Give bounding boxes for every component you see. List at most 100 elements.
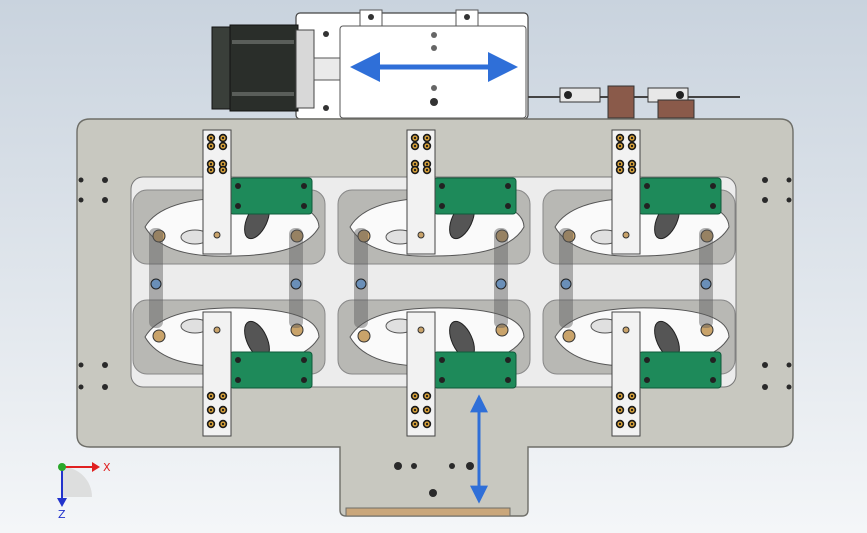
block-bolt [235,203,241,209]
bolt [410,141,420,151]
bolt [615,419,625,429]
link-bar [289,228,303,328]
pin [560,278,572,290]
block-bolt [644,183,650,189]
pin [355,278,367,290]
bolt [422,141,432,151]
locating-pin [562,229,576,243]
block-bolt [710,203,716,209]
bolt [615,391,625,401]
bolt [615,141,625,151]
bolt [218,419,228,429]
locating-pin [152,229,166,243]
block-bolt [710,183,716,189]
green-clamp-block [638,351,722,389]
green-clamp-block [229,177,313,215]
clamp-bars [202,129,722,437]
bolt [206,141,216,151]
locating-pin [495,229,509,243]
block-bolt [301,377,307,383]
locating-pin [562,329,576,343]
small-pin [213,326,221,334]
bolt [627,141,637,151]
locating-pin [152,329,166,343]
bolt [422,419,432,429]
bolt [410,391,420,401]
pin [495,278,507,290]
block-bolt [710,377,716,383]
link-bar [699,228,713,328]
block-bolt [301,357,307,363]
bolt [627,133,637,143]
bolt [422,165,432,175]
block-bolt [505,183,511,189]
small-pin [213,231,221,239]
block-bolt [439,183,445,189]
bolt [410,419,420,429]
lower-plate-edge [345,507,511,517]
link-bar [494,228,508,328]
block-bolt [301,183,307,189]
coordinate-triad-icon: X Z [57,461,111,521]
green-clamp-block [433,351,517,389]
locating-pin [357,329,371,343]
motor-assembly[interactable] [211,9,529,120]
bolt [627,405,637,415]
green-clamp-block [638,177,722,215]
green-clamp-block [433,177,517,215]
bolt [410,133,420,143]
block-bolt [505,377,511,383]
bolt [410,405,420,415]
bolt [627,391,637,401]
bolt [615,405,625,415]
block-bolt [644,357,650,363]
pin [150,278,162,290]
locating-pin [700,229,714,243]
bolt [206,391,216,401]
small-pin [622,231,630,239]
link-bar [149,228,163,328]
bolt [627,419,637,429]
locating-pin [700,323,714,337]
block-bolt [235,183,241,189]
bolt [218,133,228,143]
block-bolt [439,203,445,209]
locating-pin [290,323,304,337]
bolt [206,165,216,175]
block-bolt [439,377,445,383]
link-bar [354,228,368,328]
block-bolt [644,377,650,383]
block-bolt [439,357,445,363]
axis-x-label: X [103,461,111,474]
small-pin [417,231,425,239]
bolt [422,391,432,401]
bolt [206,405,216,415]
small-pin [622,326,630,334]
bolt [627,165,637,175]
pin [290,278,302,290]
block-bolt [505,203,511,209]
bolt [218,391,228,401]
block-bolt [235,377,241,383]
green-clamp-block [229,351,313,389]
small-pin [417,326,425,334]
bolt [218,165,228,175]
coupling [313,57,341,81]
bolt [206,419,216,429]
block-bolt [710,357,716,363]
bolt [615,165,625,175]
block-bolt [235,357,241,363]
bolt [218,405,228,415]
bolt [615,133,625,143]
locating-pin [290,229,304,243]
block-bolt [505,357,511,363]
bolt [218,141,228,151]
locating-pin [357,229,371,243]
bolt [422,405,432,415]
bolt [410,165,420,175]
locating-pin [495,323,509,337]
sensor-rail [528,85,740,119]
bolt [422,133,432,143]
pin [700,278,712,290]
